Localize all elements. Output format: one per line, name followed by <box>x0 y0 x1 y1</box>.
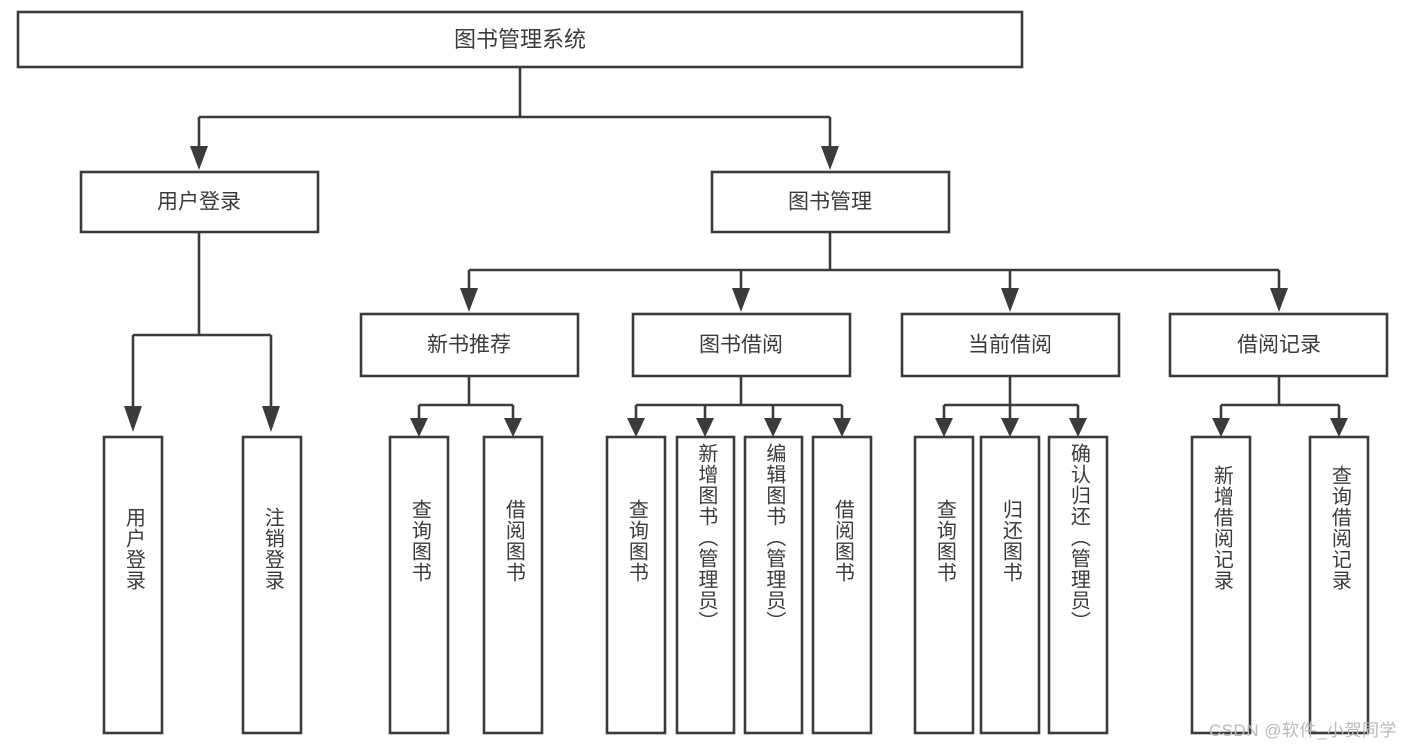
arrow-head-borrow-record <box>1270 288 1288 312</box>
arrow-head-leaf-add-record <box>1212 418 1230 437</box>
connector-bookborrow-to-leaves <box>634 376 844 420</box>
arrow-head-user-login <box>190 146 208 170</box>
leaf-query-book-1-box[interactable] <box>388 435 450 735</box>
node-book-management-label: 图书管理 <box>788 191 872 214</box>
leaf-query-record-box[interactable] <box>1308 435 1370 735</box>
node-new-book-recommend[interactable]: 新书推荐 <box>359 312 580 378</box>
leaf-box-layer <box>102 435 1370 735</box>
node-new-book-recommend-label: 新书推荐 <box>427 334 511 357</box>
leaf-add-book-box[interactable] <box>675 435 736 735</box>
node-book-management-box[interactable] <box>710 170 951 234</box>
connector-currentborrow-to-leaves <box>942 376 1080 420</box>
node-user-login-label: 用户登录 <box>157 191 241 214</box>
node-root[interactable]: 图书管理系统 <box>16 10 1024 69</box>
node-borrow-record-box[interactable] <box>1168 312 1389 378</box>
node-borrow-record-label: 借阅记录 <box>1237 334 1321 357</box>
leaf-user-login-box[interactable] <box>102 435 164 735</box>
arrow-head-leaf-add-book <box>696 418 714 437</box>
arrow-head-book-management <box>821 146 839 170</box>
leaf-query-book-3-box[interactable] <box>913 435 975 735</box>
arrow-head-new-book-recommend <box>460 288 478 312</box>
leaf-query-book-2-box[interactable] <box>605 435 667 735</box>
leaf-edit-book-box[interactable] <box>743 435 804 735</box>
arrow-head-leaf-confirm-return <box>1069 418 1087 437</box>
leaf-confirm-return-box[interactable] <box>1047 435 1109 735</box>
leaf-borrow-book-2-box[interactable] <box>811 435 873 735</box>
arrow-head-leaf-logout-login <box>262 406 280 432</box>
arrow-head-leaf-query-record <box>1330 418 1348 437</box>
csdn-watermark: CSDN @软件_小贺同学 <box>1208 721 1397 740</box>
node-book-borrow-label: 图书借阅 <box>699 334 783 357</box>
arrow-head-leaf-user-login <box>124 406 142 432</box>
arrow-head-leaf-return-book <box>1001 418 1019 437</box>
connector-bookmgmt-to-level3 <box>467 232 1281 290</box>
node-root-label: 图书管理系统 <box>454 27 586 52</box>
node-book-borrow-box[interactable] <box>631 312 852 378</box>
connector-layer <box>124 67 1348 437</box>
leaf-logout-login-box[interactable] <box>241 435 303 735</box>
arrow-head-leaf-edit-book <box>764 418 782 437</box>
leaf-borrow-book-1-box[interactable] <box>482 435 544 735</box>
arrow-head-book-borrow <box>732 288 750 312</box>
node-book-management[interactable]: 图书管理 <box>710 170 951 234</box>
node-borrow-record[interactable]: 借阅记录 <box>1168 312 1389 378</box>
leaf-add-record-box[interactable] <box>1190 435 1252 735</box>
arrow-head-leaf-query-book-3 <box>935 418 953 437</box>
connector-root-to-level2 <box>197 67 832 148</box>
node-new-book-recommend-box[interactable] <box>359 312 580 378</box>
node-root-box[interactable] <box>16 10 1024 69</box>
arrow-head-leaf-borrow-book-1 <box>504 418 522 437</box>
connector-userlogin-to-leaves <box>131 232 273 408</box>
node-current-borrow-box[interactable] <box>900 312 1121 378</box>
node-book-borrow[interactable]: 图书借阅 <box>631 312 852 378</box>
arrow-head-current-borrow <box>1001 288 1019 312</box>
leaf-return-book-box[interactable] <box>979 435 1041 735</box>
arrow-head-leaf-borrow-book-2 <box>833 418 851 437</box>
node-current-borrow-label: 当前借阅 <box>968 334 1052 357</box>
node-current-borrow[interactable]: 当前借阅 <box>900 312 1121 378</box>
connector-newbook-to-leaves <box>417 376 515 420</box>
node-user-login-box[interactable] <box>79 170 320 234</box>
node-user-login[interactable]: 用户登录 <box>79 170 320 234</box>
arrow-head-leaf-query-book-2 <box>627 418 645 437</box>
connector-borrowrecord-to-leaves <box>1219 376 1341 420</box>
arrow-head-leaf-query-book-1 <box>410 418 428 437</box>
